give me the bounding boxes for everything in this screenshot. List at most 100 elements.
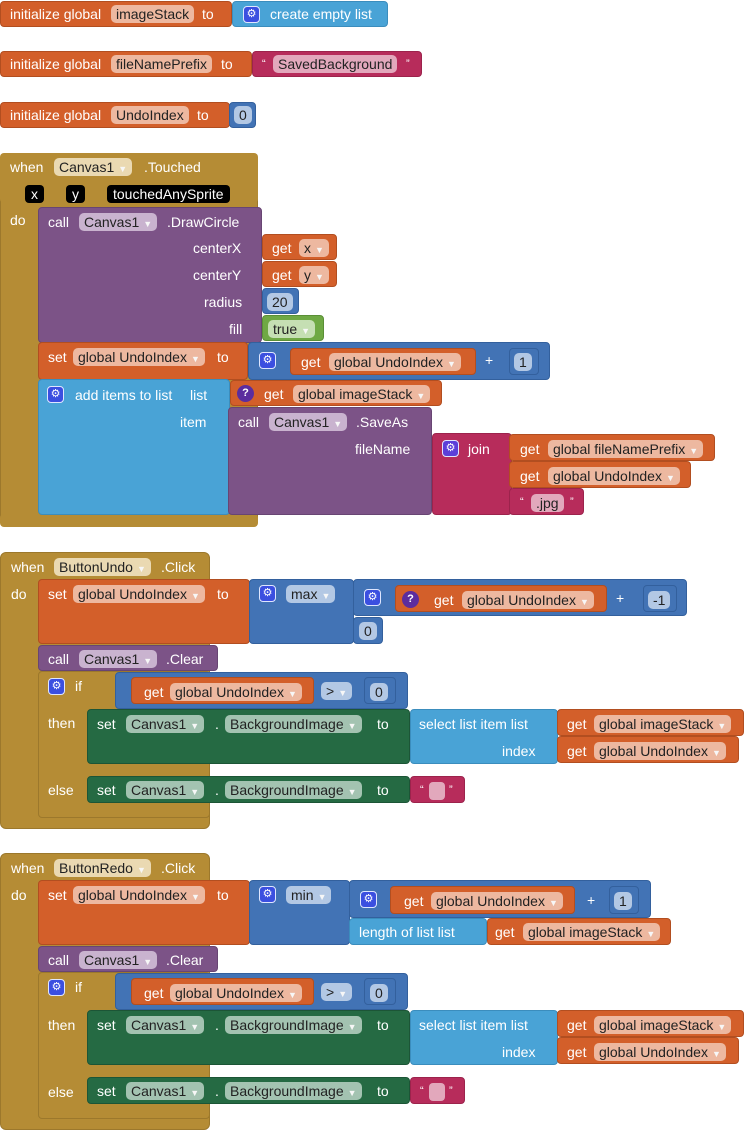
call-clear-block[interactable]: call Canvas1▼ .Clear — [38, 946, 218, 972]
length-of-list-block[interactable]: length of list list — [349, 918, 487, 945]
component-dropdown[interactable]: ButtonUndo▼ — [54, 558, 151, 576]
init-global-imagestack-block[interactable]: initialize global imageStack to — [0, 1, 232, 27]
number-block[interactable]: 1 — [609, 886, 639, 914]
empty-text-block[interactable]: “ ” — [410, 1077, 465, 1104]
call-drawcircle-block[interactable]: call Canvas1▼ .DrawCircle centerX center… — [38, 207, 262, 343]
var-dropdown[interactable]: global UndoIndex▼ — [594, 742, 726, 760]
call-saveas-block[interactable]: call Canvas1▼ .SaveAs fileName — [228, 407, 432, 515]
param-y[interactable]: y — [66, 185, 85, 203]
get-y-block[interactable]: get y▼ — [262, 261, 337, 287]
number-block[interactable]: 0 — [353, 617, 383, 644]
help-icon[interactable]: ? — [237, 385, 254, 402]
var-dropdown[interactable]: global imageStack▼ — [293, 385, 431, 403]
number-field[interactable]: 20 — [267, 293, 293, 311]
number-field[interactable]: 1 — [614, 892, 632, 910]
var-dropdown[interactable]: global UndoIndex▼ — [73, 348, 205, 366]
fill-true-block[interactable]: true▼ — [262, 315, 324, 341]
select-list-item-block[interactable]: select list item list index — [410, 709, 558, 764]
help-icon[interactable]: ? — [402, 591, 419, 608]
get-undoindex-block[interactable]: ? get global UndoIndex▼ — [395, 585, 607, 612]
var-dropdown[interactable]: global UndoIndex▼ — [462, 591, 594, 609]
set-backgroundimage-block[interactable]: set Canvas1▼ . BackgroundImage▼ to — [87, 709, 410, 764]
number-field[interactable]: 0 — [234, 106, 252, 124]
number-block[interactable]: 1 — [509, 348, 539, 375]
get-undoindex-block[interactable]: get global UndoIndex▼ — [131, 978, 314, 1005]
gear-icon[interactable]: ⚙ — [48, 979, 65, 996]
number-block[interactable]: -1 — [643, 585, 677, 612]
component-dropdown[interactable]: Canvas1▼ — [54, 158, 133, 176]
var-dropdown[interactable]: y▼ — [299, 266, 329, 284]
compare-dropdown[interactable]: >▼ — [321, 983, 353, 1001]
global-name-field[interactable]: imageStack — [111, 5, 195, 23]
get-imagestack-block[interactable]: ? get global imageStack▼ — [230, 380, 442, 406]
component-dropdown[interactable]: ButtonRedo▼ — [54, 859, 151, 877]
set-undoindex-block[interactable]: set global UndoIndex▼ to — [38, 579, 250, 644]
var-dropdown[interactable]: global imageStack▼ — [523, 923, 661, 941]
gear-icon[interactable]: ⚙ — [259, 585, 276, 602]
set-undoindex-block[interactable]: set global UndoIndex▼ to — [38, 880, 250, 945]
select-list-item-block[interactable]: select list item list index — [410, 1010, 558, 1065]
var-dropdown[interactable]: global UndoIndex▼ — [170, 984, 302, 1002]
var-dropdown[interactable]: global UndoIndex▼ — [594, 1043, 726, 1061]
number-block[interactable]: 0 — [364, 677, 396, 704]
component-dropdown[interactable]: Canvas1▼ — [79, 951, 158, 969]
gear-icon[interactable]: ⚙ — [48, 678, 65, 695]
global-name-field[interactable]: fileNamePrefix — [111, 55, 213, 73]
property-dropdown[interactable]: BackgroundImage▼ — [225, 781, 362, 799]
number-block[interactable]: 0 — [364, 978, 396, 1005]
var-dropdown[interactable]: global UndoIndex▼ — [431, 892, 563, 910]
get-undoindex-block[interactable]: get global UndoIndex▼ — [390, 886, 575, 914]
component-dropdown[interactable]: Canvas1▼ — [269, 413, 348, 431]
var-dropdown[interactable]: global imageStack▼ — [594, 715, 732, 733]
number-field[interactable]: -1 — [648, 591, 671, 609]
var-dropdown[interactable]: global fileNamePrefix▼ — [548, 440, 704, 458]
set-backgroundimage-block[interactable]: set Canvas1▼ . BackgroundImage▼ to — [87, 776, 410, 803]
number-field[interactable]: 1 — [514, 353, 532, 371]
math-max-block[interactable]: ⚙ max▼ — [249, 579, 354, 644]
component-dropdown[interactable]: Canvas1▼ — [79, 650, 158, 668]
gear-icon[interactable]: ⚙ — [442, 440, 459, 457]
component-dropdown[interactable]: Canvas1▼ — [79, 213, 158, 231]
get-filenameprefix-block[interactable]: get global fileNamePrefix▼ — [509, 434, 715, 461]
text-jpg-block[interactable]: “ .jpg ” — [509, 488, 584, 515]
var-dropdown[interactable]: global UndoIndex▼ — [73, 585, 205, 603]
number-field[interactable]: 0 — [370, 683, 388, 701]
get-imagestack-block[interactable]: get global imageStack▼ — [487, 918, 671, 945]
math-min-block[interactable]: ⚙ min▼ — [249, 880, 350, 945]
number-field[interactable]: 0 — [370, 984, 388, 1002]
var-dropdown[interactable]: global UndoIndex▼ — [73, 886, 205, 904]
get-imagestack-block[interactable]: get global imageStack▼ — [557, 709, 744, 736]
set-backgroundimage-block[interactable]: set Canvas1▼ . BackgroundImage▼ to — [87, 1077, 410, 1104]
set-undoindex-block[interactable]: set global UndoIndex▼ to — [38, 342, 248, 380]
component-dropdown[interactable]: Canvas1▼ — [126, 1082, 205, 1100]
component-dropdown[interactable]: Canvas1▼ — [126, 715, 205, 733]
var-dropdown[interactable]: x▼ — [299, 239, 329, 257]
gear-icon[interactable]: ⚙ — [259, 886, 276, 903]
component-dropdown[interactable]: Canvas1▼ — [126, 781, 205, 799]
get-undoindex-block[interactable]: get global UndoIndex▼ — [557, 1037, 739, 1064]
property-dropdown[interactable]: BackgroundImage▼ — [225, 1016, 362, 1034]
gear-icon[interactable]: ⚙ — [243, 6, 260, 23]
property-dropdown[interactable]: BackgroundImage▼ — [225, 1082, 362, 1100]
function-dropdown[interactable]: max▼ — [286, 585, 336, 603]
empty-text-block[interactable]: “ ” — [410, 776, 465, 803]
text-value-field[interactable]: SavedBackground — [273, 55, 398, 73]
init-global-undoindex-block[interactable]: initialize global UndoIndex to — [0, 102, 230, 128]
number-block[interactable]: 0 — [229, 102, 256, 128]
get-undoindex-block[interactable]: get global UndoIndex▼ — [290, 348, 476, 375]
param-touchedanysprite[interactable]: touchedAnySprite — [107, 185, 230, 203]
create-empty-list-block[interactable]: ⚙ create empty list — [232, 1, 388, 27]
compare-dropdown[interactable]: >▼ — [321, 682, 353, 700]
global-name-field[interactable]: UndoIndex — [111, 106, 189, 124]
gear-icon[interactable]: ⚙ — [364, 589, 381, 606]
init-global-filenameprefix-block[interactable]: initialize global fileNamePrefix to — [0, 51, 252, 77]
gear-icon[interactable]: ⚙ — [360, 891, 377, 908]
call-clear-block[interactable]: call Canvas1▼ .Clear — [38, 645, 218, 671]
var-dropdown[interactable]: global UndoIndex▼ — [170, 683, 302, 701]
gear-icon[interactable]: ⚙ — [47, 386, 64, 403]
number-field[interactable]: 0 — [359, 622, 377, 640]
function-dropdown[interactable]: min▼ — [286, 886, 332, 904]
get-imagestack-block[interactable]: get global imageStack▼ — [557, 1010, 744, 1037]
add-items-to-list-block[interactable]: ⚙ add items to list list item — [38, 379, 230, 515]
property-dropdown[interactable]: BackgroundImage▼ — [225, 715, 362, 733]
